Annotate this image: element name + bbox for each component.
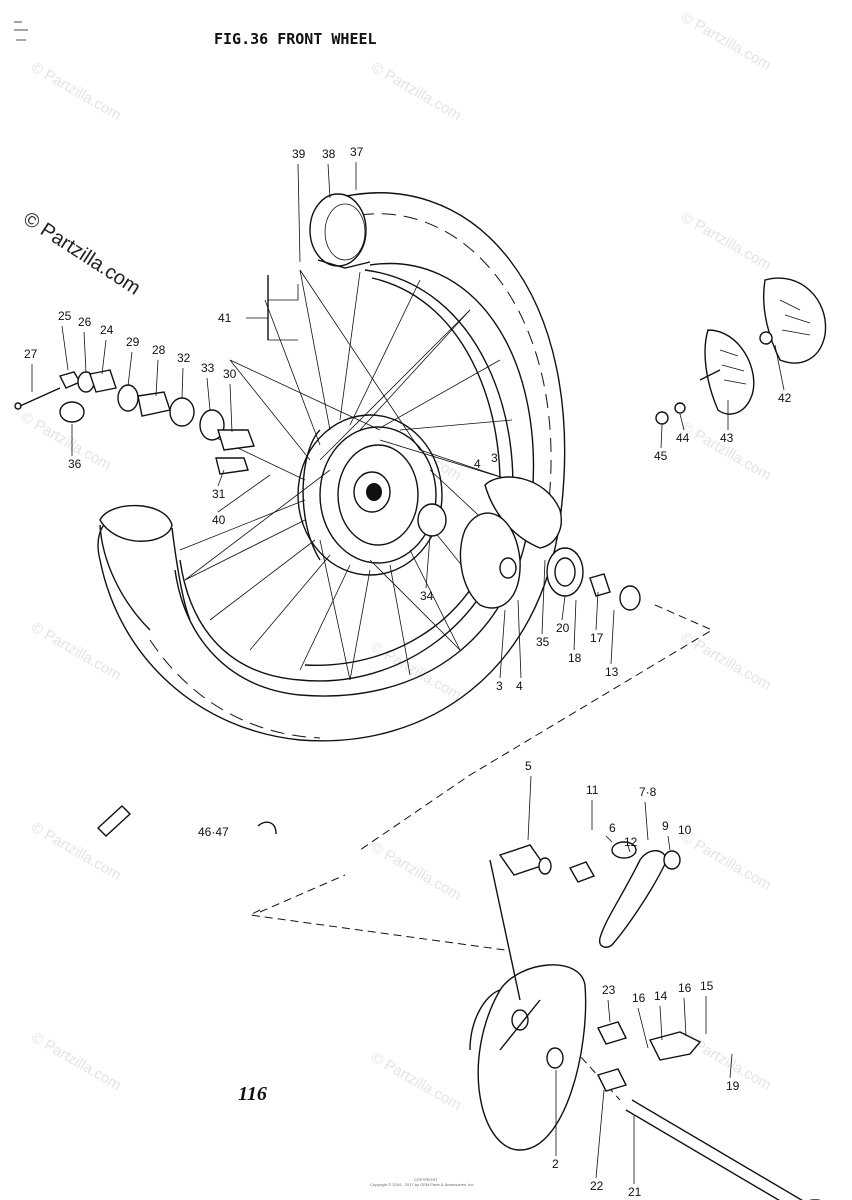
- callout-label: 4: [474, 457, 481, 471]
- callout-label: 44: [676, 431, 690, 445]
- callout-label: 40: [212, 513, 226, 527]
- callout-label: 24: [100, 323, 114, 337]
- page-number: 116: [238, 1083, 267, 1105]
- callout-label: 30: [223, 367, 237, 381]
- callout-label: 45: [654, 449, 668, 463]
- callout-label: 19: [726, 1079, 740, 1093]
- watermark: © Partzilla.com: [28, 619, 124, 684]
- callout-label: 25: [58, 309, 72, 323]
- callout-label: 10: [678, 823, 692, 837]
- seal: [546, 547, 584, 597]
- callout-label: 12: [624, 835, 638, 849]
- watermark: © Partzilla.com: [28, 1029, 124, 1094]
- callout-label: 37: [350, 145, 364, 159]
- tire-section-bottom: [99, 504, 173, 542]
- brake-components: [417, 476, 641, 611]
- callout-label: 28: [152, 343, 166, 357]
- wheel-assembly: [97, 192, 566, 742]
- note-label: 46·47: [198, 825, 229, 839]
- watermark: © Partzilla.com: [678, 629, 774, 694]
- watermark: © Partzilla.com: [368, 839, 464, 904]
- callout-label: 17: [590, 631, 604, 645]
- callout-label: 3: [496, 679, 503, 693]
- callout-label: 42: [778, 391, 792, 405]
- callout-label: 7·8: [639, 785, 657, 799]
- brake-plate: [477, 964, 587, 1151]
- callout-label: 5: [525, 759, 532, 773]
- watermark: © Partzilla.com: [368, 639, 464, 704]
- callout-label: 41: [218, 311, 232, 325]
- rim: [179, 269, 514, 682]
- callout-label: 16: [632, 991, 646, 1005]
- watermark: © Partzilla.com: [368, 1049, 464, 1114]
- brake-arm-assembly: [96, 805, 821, 1200]
- callout-label: 11: [586, 783, 599, 797]
- callout-label: 35: [536, 635, 550, 649]
- scan-marks: [14, 21, 28, 41]
- callout-label: 9: [662, 819, 669, 833]
- brake-lever: [598, 850, 667, 948]
- callout-label: 23: [602, 983, 616, 997]
- axle-spacer-stack: [14, 369, 255, 475]
- watermark: © Partzilla.com: [678, 9, 774, 74]
- watermark: © Partzilla.com: [678, 419, 774, 484]
- callout-label: 34: [420, 589, 434, 603]
- callout-label: 31: [212, 487, 226, 501]
- callout-label: 14: [654, 989, 668, 1003]
- callout-label: 20: [556, 621, 570, 635]
- watermark-large: © Partzilla.com: [19, 208, 144, 300]
- watermark: © Partzilla.com: [678, 209, 774, 274]
- tire-section-top: [309, 193, 367, 267]
- tire: [97, 192, 566, 742]
- top-right-parts: [655, 277, 827, 425]
- callout-label: 13: [605, 665, 619, 679]
- callout-label: 43: [720, 431, 734, 445]
- callout-label: 38: [322, 147, 336, 161]
- callout-label: 29: [126, 335, 140, 349]
- footer-line: Copyright © 2004 - 2017 by OEM Parts & A…: [370, 1182, 475, 1187]
- callout-label: 36: [68, 457, 82, 471]
- callout-label: 39: [292, 147, 306, 161]
- callout-label: 32: [177, 351, 191, 365]
- callout-label: 27: [24, 347, 38, 361]
- callout-label: 4: [516, 679, 523, 693]
- watermark: © Partzilla.com: [368, 59, 464, 124]
- spokes: [179, 269, 513, 681]
- callout-labels: 39 38 37 41 25 26 24 29 28 32 33 30 27 3…: [24, 145, 792, 1199]
- callout-label: 22: [590, 1179, 604, 1193]
- callout-label: 26: [78, 315, 92, 329]
- callout-label: 18: [568, 651, 582, 665]
- callout-label: 2: [552, 1157, 559, 1171]
- callout-label: 16: [678, 981, 692, 995]
- watermark: © Partzilla.com: [678, 829, 774, 894]
- watermark: © Partzilla.com: [28, 59, 124, 124]
- figure-title: FIG.36 FRONT WHEEL: [214, 30, 377, 48]
- callout-label: 21: [628, 1185, 642, 1199]
- callout-label: 33: [201, 361, 215, 375]
- callout-label: 15: [700, 979, 714, 993]
- leader-lines: [31, 162, 785, 1184]
- footer-line: COPYRIGHT: [414, 1177, 438, 1182]
- callout-label: 6: [609, 821, 616, 835]
- callout-label: 3: [491, 451, 498, 465]
